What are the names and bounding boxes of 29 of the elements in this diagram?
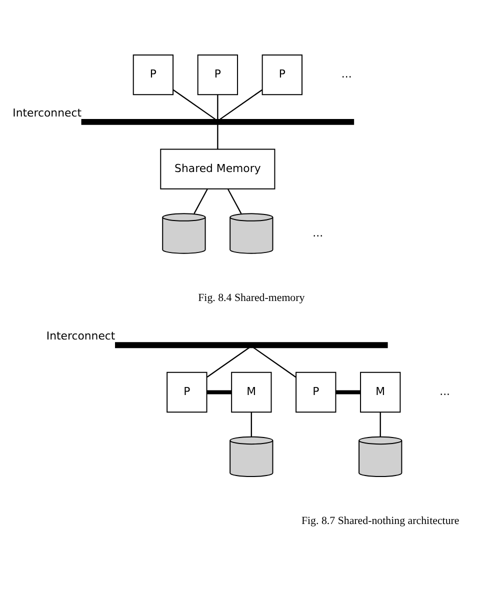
connector	[227, 188, 242, 214]
node-label: Interconnect	[46, 328, 116, 342]
node-box: P	[166, 371, 208, 412]
node-box: P	[296, 371, 336, 412]
label: Fig. 8.7 Shared-nothing architecture	[301, 514, 460, 526]
connector	[220, 88, 262, 120]
connector	[194, 188, 208, 214]
connector	[253, 346, 296, 378]
connector	[250, 412, 252, 436]
label: ...	[440, 384, 450, 398]
node-box: P	[262, 54, 302, 95]
node-box: Shared Memory	[160, 148, 276, 189]
connector	[172, 88, 216, 120]
node-bar	[81, 118, 354, 124]
label: ...	[312, 226, 324, 239]
node-box: P	[197, 54, 238, 95]
connector	[336, 390, 361, 394]
connector	[206, 346, 250, 378]
node-label: Interconnect	[12, 106, 82, 119]
label: Fig. 8.4 Shared-memory	[198, 291, 305, 304]
node-box: P	[132, 54, 174, 95]
connector	[380, 412, 381, 436]
label: ...	[341, 67, 352, 80]
connector	[217, 94, 218, 119]
node-box: M	[360, 371, 401, 412]
node-box: M	[231, 371, 272, 412]
node-bar	[115, 342, 388, 348]
connector	[217, 124, 218, 149]
connector	[206, 390, 232, 394]
